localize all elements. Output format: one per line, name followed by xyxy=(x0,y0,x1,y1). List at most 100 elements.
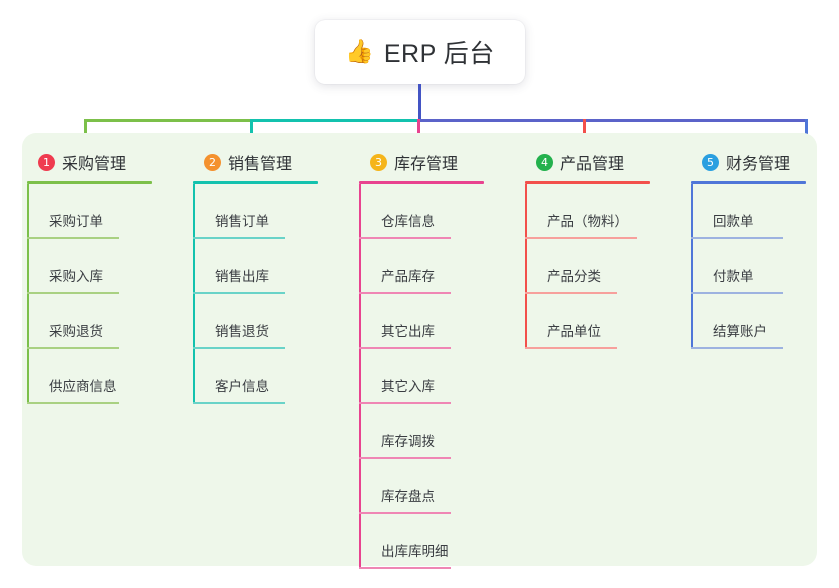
leaf-underline xyxy=(359,347,451,349)
leaf-label: 产品单位 xyxy=(547,324,601,339)
column-spine xyxy=(691,184,693,349)
column-header-1[interactable]: 1 采购管理 xyxy=(22,147,172,177)
leaf-underline xyxy=(27,237,119,239)
leaf-underline xyxy=(691,347,783,349)
column-underline xyxy=(27,181,152,184)
leaf-label: 采购订单 xyxy=(49,214,103,229)
leaf-label: 结算账户 xyxy=(713,324,767,339)
leaf-underline xyxy=(193,292,285,294)
leaf-underline xyxy=(359,567,451,569)
connector-bus-teal xyxy=(250,119,421,122)
leaf-label: 销售订单 xyxy=(215,214,269,229)
leaf-underline xyxy=(193,402,285,404)
leaf-label: 供应商信息 xyxy=(49,379,117,394)
column-5: 5 财务管理回款单付款单结算账户 xyxy=(686,147,826,349)
leaf-item[interactable]: 产品单位 xyxy=(520,294,670,349)
leaf-underline xyxy=(193,347,285,349)
connector-trunk xyxy=(418,84,421,122)
leaf-label: 出库库明细 xyxy=(381,544,449,559)
leaf-label: 产品分类 xyxy=(547,269,601,284)
leaf-label: 采购入库 xyxy=(49,269,103,284)
column-2: 2 销售管理销售订单销售出库销售退货客户信息 xyxy=(188,147,338,404)
leaf-item[interactable]: 销售退货 xyxy=(188,294,338,349)
column-spine xyxy=(359,184,361,569)
leaf-underline xyxy=(525,237,637,239)
leaf-list: 产品（物料） 产品分类产品单位 xyxy=(520,184,670,349)
column-badge-icon: 1 xyxy=(38,153,55,171)
leaf-item[interactable]: 销售订单 xyxy=(188,184,338,239)
leaf-underline xyxy=(525,347,617,349)
leaf-underline xyxy=(27,402,119,404)
leaf-list: 回款单付款单结算账户 xyxy=(686,184,826,349)
leaf-underline xyxy=(359,292,451,294)
column-title: 销售管理 xyxy=(228,156,293,173)
leaf-underline xyxy=(691,292,783,294)
leaf-item[interactable]: 采购退货 xyxy=(22,294,172,349)
column-underline xyxy=(525,181,650,184)
column-underline xyxy=(359,181,484,184)
leaf-item[interactable]: 付款单 xyxy=(686,239,826,294)
leaf-label: 回款单 xyxy=(713,214,754,229)
leaf-label: 仓库信息 xyxy=(381,214,435,229)
leaf-item[interactable]: 销售出库 xyxy=(188,239,338,294)
leaf-item[interactable]: 库存调拨 xyxy=(354,404,504,459)
leaf-label: 客户信息 xyxy=(215,379,269,394)
leaf-list: 采购订单采购入库采购退货供应商信息 xyxy=(22,184,172,404)
leaf-label: 库存盘点 xyxy=(381,489,435,504)
column-badge-icon: 2 xyxy=(204,153,221,171)
leaf-item[interactable]: 仓库信息 xyxy=(354,184,504,239)
column-title: 财务管理 xyxy=(726,156,791,173)
leaf-item[interactable]: 产品（物料） xyxy=(520,184,670,239)
column-header-5[interactable]: 5 财务管理 xyxy=(686,147,826,177)
column-spine xyxy=(193,184,195,404)
leaf-item[interactable]: 产品库存 xyxy=(354,239,504,294)
leaf-label: 采购退货 xyxy=(49,324,103,339)
leaf-label: 付款单 xyxy=(713,269,754,284)
leaf-item[interactable]: 库存盘点 xyxy=(354,459,504,514)
column-spine xyxy=(525,184,527,349)
leaf-underline xyxy=(27,347,119,349)
leaf-underline xyxy=(691,237,783,239)
leaf-label: 产品（物料） xyxy=(547,214,628,229)
leaf-label: 库存调拨 xyxy=(381,434,435,449)
leaf-item[interactable]: 产品分类 xyxy=(520,239,670,294)
leaf-item[interactable]: 其它入库 xyxy=(354,349,504,404)
leaf-label: 销售退货 xyxy=(215,324,269,339)
leaf-label: 其它入库 xyxy=(381,379,435,394)
leaf-item[interactable]: 结算账户 xyxy=(686,294,826,349)
leaf-underline xyxy=(27,292,119,294)
column-badge-icon: 5 xyxy=(702,153,719,171)
root-node-content: 👍 ERP 后台 xyxy=(345,34,495,70)
leaf-label: 产品库存 xyxy=(381,269,435,284)
column-1: 1 采购管理采购订单采购入库采购退货供应商信息 xyxy=(22,147,172,404)
leaf-item[interactable]: 供应商信息 xyxy=(22,349,172,404)
column-3: 3 库存管理仓库信息产品库存其它出库其它入库库存调拨库存盘点出库库明细 xyxy=(354,147,504,569)
column-header-2[interactable]: 2 销售管理 xyxy=(188,147,338,177)
thumbs-up-icon: 👍 xyxy=(345,38,374,65)
root-node-card[interactable]: 👍 ERP 后台 xyxy=(315,20,525,84)
leaf-underline xyxy=(359,402,451,404)
leaf-underline xyxy=(359,512,451,514)
branch-panel: 1 采购管理采购订单采购入库采购退货供应商信息 2 销售管理销售订单销售出库销售退货客… xyxy=(22,133,817,569)
column-header-3[interactable]: 3 库存管理 xyxy=(354,147,504,177)
column-title: 库存管理 xyxy=(394,156,459,173)
leaf-underline xyxy=(525,292,617,294)
column-spine xyxy=(27,184,29,404)
leaf-item[interactable]: 采购入库 xyxy=(22,239,172,294)
leaf-item[interactable]: 客户信息 xyxy=(188,349,338,404)
leaf-item[interactable]: 出库库明细 xyxy=(354,514,504,569)
leaf-label: 销售出库 xyxy=(215,269,269,284)
leaf-label: 其它出库 xyxy=(381,324,435,339)
connector-bus-blue xyxy=(418,119,807,122)
column-badge-icon: 4 xyxy=(536,153,553,171)
column-title: 采购管理 xyxy=(62,156,127,173)
column-underline xyxy=(691,181,806,184)
leaf-underline xyxy=(359,457,451,459)
column-underline xyxy=(193,181,318,184)
leaf-item[interactable]: 采购订单 xyxy=(22,184,172,239)
leaf-item[interactable]: 回款单 xyxy=(686,184,826,239)
root-node-title: ERP 后台 xyxy=(383,40,495,68)
column-badge-icon: 3 xyxy=(370,153,387,171)
leaf-item[interactable]: 其它出库 xyxy=(354,294,504,349)
